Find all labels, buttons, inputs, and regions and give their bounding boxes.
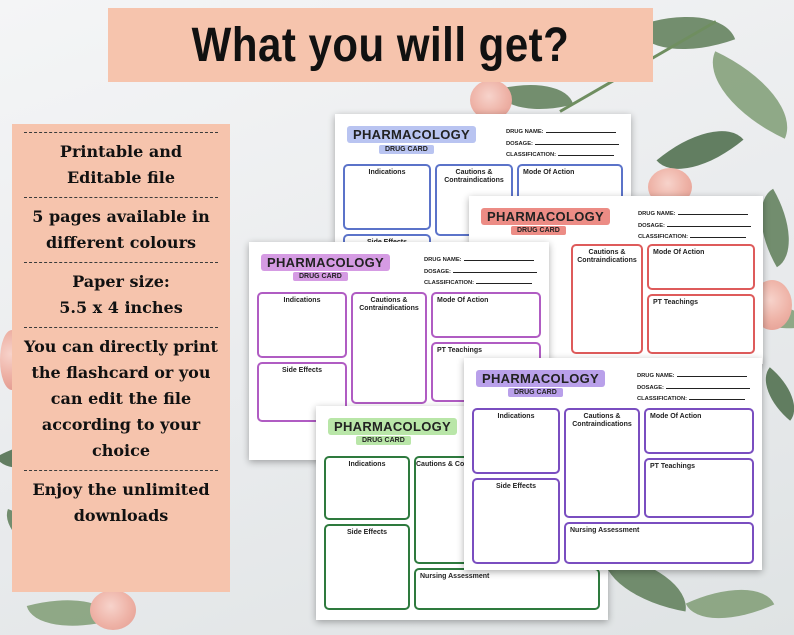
card-fields: DRUG NAME: DOSAGE: CLASSIFICATION: (424, 254, 537, 289)
title-banner: What you will get? (108, 8, 653, 82)
pt-teachings-box: PT Teachings (644, 458, 754, 518)
feature-item: Enjoy the unlimited downloads (32, 480, 210, 525)
mode-of-action-box: Mode Of Action (644, 408, 754, 454)
feature-item: You can directly print the flashcard or … (24, 337, 218, 460)
card-subtitle: DRUG CARD (356, 436, 411, 445)
card-title: PHARMACOLOGY (261, 254, 390, 271)
cautions-box: Cautions & Contraindicati (414, 456, 470, 564)
dashed-divider (24, 327, 218, 328)
side-effects-box: Side Effects (324, 524, 410, 610)
page-title: What you will get? (191, 17, 570, 72)
cautions-box: Cautions & Contraindications (571, 244, 643, 354)
dashed-divider (24, 197, 218, 198)
leaf-decoration (685, 569, 775, 635)
pt-teachings-box: PT Teachings (647, 294, 755, 354)
card-fields: DRUG NAME: DOSAGE: CLASSIFICATION: (638, 208, 751, 243)
card-title: PHARMACOLOGY (328, 418, 457, 435)
card-title: PHARMACOLOGY (476, 370, 605, 387)
dashed-divider (24, 132, 218, 133)
indications-box: Indications (324, 456, 410, 520)
card-fields: DRUG NAME: DOSAGE: CLASSIFICATION: (637, 370, 750, 405)
card-fields: DRUG NAME: DOSAGE: CLASSIFICATION: (506, 126, 619, 161)
card-subtitle: DRUG CARD (379, 145, 434, 154)
side-effects-box: Side Effects (257, 362, 347, 422)
rose-icon (470, 80, 512, 120)
card-subtitle: DRUG CARD (293, 272, 348, 281)
cautions-box: Cautions & Contraindications (351, 292, 427, 404)
dashed-divider (24, 262, 218, 263)
feature-item: Paper size: 5.5 x 4 inches (59, 272, 183, 317)
card-title: PHARMACOLOGY (481, 208, 610, 225)
rose-icon (90, 590, 136, 630)
card-subtitle: DRUG CARD (508, 388, 563, 397)
mode-of-action-box: Mode Of Action (431, 292, 541, 338)
indications-box: Indications (257, 292, 347, 358)
nursing-assessment-box: Nursing Assessment (414, 568, 600, 610)
dashed-divider (24, 470, 218, 471)
indications-box: Indications (343, 164, 431, 230)
feature-item: 5 pages available in different colours (32, 207, 210, 252)
features-panel: Printable and Editable file 5 pages avai… (12, 124, 230, 592)
card-subtitle: DRUG CARD (511, 226, 566, 235)
cautions-box: Cautions & Contraindications (564, 408, 640, 518)
mode-of-action-box: Mode Of Action (647, 244, 755, 290)
side-effects-box: Side Effects (472, 478, 560, 564)
feature-item: Printable and Editable file (59, 142, 183, 187)
indications-box: Indications (472, 408, 560, 474)
nursing-assessment-box: Nursing Assessment (564, 522, 754, 564)
drug-card-purple: PHARMACOLOGY DRUG CARD DRUG NAME: DOSAGE… (464, 358, 762, 570)
leaf-decoration (694, 51, 794, 139)
card-title: PHARMACOLOGY (347, 126, 476, 143)
